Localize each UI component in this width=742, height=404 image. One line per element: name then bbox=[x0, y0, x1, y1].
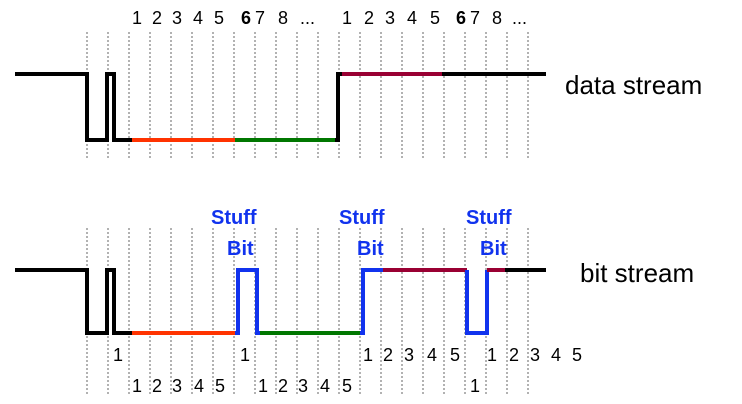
bottom-numbering-lower: 1 2 3 4 5 1 2 3 4 5 1 bbox=[132, 376, 480, 396]
bottom-number: 3 bbox=[298, 376, 308, 396]
data-stream-waveform bbox=[15, 72, 546, 142]
top-number: 8 bbox=[278, 8, 288, 28]
stuff-bit-text: Stuff bbox=[211, 207, 257, 229]
bottom-number: 5 bbox=[450, 345, 460, 365]
top-number: 3 bbox=[385, 8, 395, 28]
bottom-number: 3 bbox=[404, 345, 414, 365]
data-stream-start-segment bbox=[15, 72, 132, 142]
top-number: 6 bbox=[456, 8, 466, 28]
stuff-bit-label-1: Stuff Bit bbox=[211, 207, 257, 260]
grid-lines bbox=[86, 32, 529, 395]
bit-stream-waveform bbox=[15, 268, 546, 335]
bottom-numbering-upper: 1 1 1 2 3 4 5 1 2 3 4 5 bbox=[113, 345, 582, 365]
top-number: 8 bbox=[492, 8, 502, 28]
bottom-number: 5 bbox=[215, 376, 225, 396]
stuff-bit-pulse-1 bbox=[235, 268, 260, 335]
bottom-number: 4 bbox=[551, 345, 561, 365]
data-stream-rise-segment bbox=[335, 72, 342, 142]
top-number: 3 bbox=[172, 8, 182, 28]
stuff-bit-label-3: Stuff Bit bbox=[466, 207, 512, 260]
top-numbering-group2: 1 2 3 4 5 6 7 8 ... bbox=[342, 8, 527, 28]
bottom-number: 1 bbox=[240, 345, 250, 365]
top-number: 1 bbox=[342, 8, 352, 28]
bottom-number: 1 bbox=[487, 345, 497, 365]
top-number: 7 bbox=[255, 8, 265, 28]
bit-stream-start-segment bbox=[15, 268, 132, 335]
bottom-number: 2 bbox=[383, 345, 393, 365]
bottom-number: 1 bbox=[470, 376, 480, 396]
top-number: 2 bbox=[364, 8, 374, 28]
bottom-number: 4 bbox=[194, 376, 204, 396]
bottom-number: 3 bbox=[530, 345, 540, 365]
bottom-number: 3 bbox=[172, 376, 182, 396]
bottom-number: 4 bbox=[427, 345, 437, 365]
top-ellipsis: ... bbox=[300, 8, 315, 28]
top-number: 6 bbox=[241, 8, 251, 28]
bottom-number: 5 bbox=[342, 376, 352, 396]
bit-stream-label: bit stream bbox=[580, 258, 694, 288]
stuff-bit-text: Bit bbox=[357, 238, 384, 260]
bottom-number: 2 bbox=[152, 376, 162, 396]
stuff-bit-text: Stuff bbox=[339, 207, 385, 229]
stuff-bit-pulse-3 bbox=[465, 270, 489, 335]
top-number: 4 bbox=[407, 8, 417, 28]
bottom-number: 5 bbox=[572, 345, 582, 365]
top-numbering-group1: 1 2 3 4 5 6 7 8 ... bbox=[132, 8, 315, 28]
stuff-bit-text: Bit bbox=[227, 238, 254, 260]
top-ellipsis: ... bbox=[512, 8, 527, 28]
data-stream-label: data stream bbox=[565, 70, 702, 100]
top-number: 5 bbox=[430, 8, 440, 28]
bottom-number: 1 bbox=[258, 376, 268, 396]
top-number: 7 bbox=[470, 8, 480, 28]
bottom-number: 1 bbox=[363, 345, 373, 365]
stuff-bit-pulse-2 bbox=[360, 268, 383, 335]
top-number: 1 bbox=[132, 8, 142, 28]
top-number: 4 bbox=[193, 8, 203, 28]
stuff-bit-text: Bit bbox=[480, 238, 507, 260]
bottom-number: 1 bbox=[113, 345, 123, 365]
stuff-bit-text: Stuff bbox=[466, 207, 512, 229]
bottom-number: 2 bbox=[509, 345, 519, 365]
bottom-number: 4 bbox=[320, 376, 330, 396]
top-number: 2 bbox=[152, 8, 162, 28]
top-number: 5 bbox=[214, 8, 224, 28]
bottom-number: 2 bbox=[278, 376, 288, 396]
bottom-number: 1 bbox=[132, 376, 142, 396]
stuff-bit-label-2: Stuff Bit bbox=[339, 207, 385, 260]
